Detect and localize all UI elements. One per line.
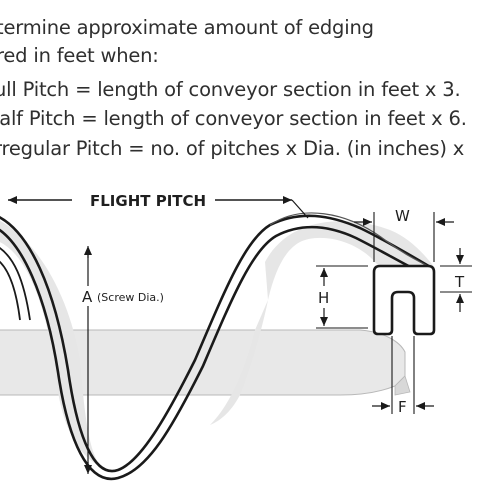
flight-pitch-label: FLIGHT PITCH [90,192,206,210]
flight-pitch-leader [291,199,309,219]
right-flight-face [265,221,435,300]
instruction-line-1: termine approximate amount of edging [0,16,374,39]
full-pitch-formula: ull Pitch = length of conveyor section i… [0,78,461,101]
left-rear-flight-edge [0,247,31,321]
width-label: W [395,207,410,225]
thickness-label: T [454,273,465,291]
screw-dia-label: A [82,288,93,306]
edging-profile [372,264,436,336]
rear-flight-curve [269,212,433,269]
half-pitch-formula: lalf Pitch = length of conveyor section … [0,107,467,130]
irregular-pitch-formula: rregular Pitch = no. of pitches x Dia. (… [0,137,465,160]
slot-label: F [398,398,407,416]
shaft-pipe-lower [394,375,411,396]
left-rear-flight-edge-2 [0,260,21,321]
screw-dia-note: (Screw Dia.) [97,291,164,304]
flight-edge-outer [0,214,433,473]
height-label: H [318,289,329,307]
flight-edge-inner [0,225,421,481]
instruction-line-2: red in feet when: [0,44,159,67]
left-flight-face [0,220,110,470]
